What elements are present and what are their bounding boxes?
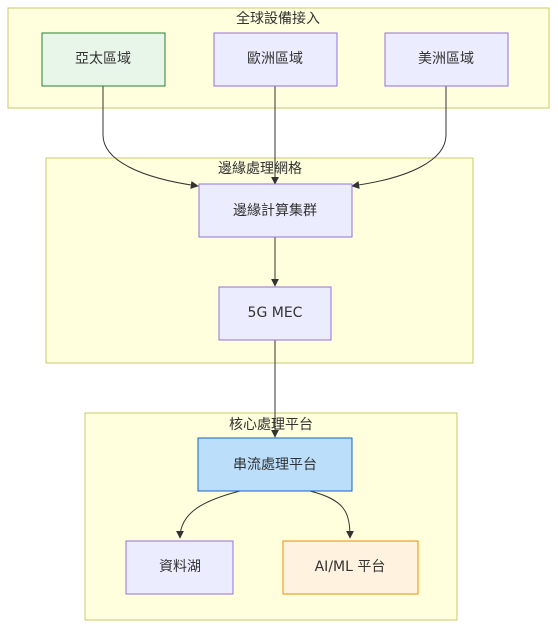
node-mec-label: 5G MEC <box>248 305 303 321</box>
node-aiml-label: AI/ML 平台 <box>315 559 386 575</box>
node-edge-cluster-box[interactable] <box>198 183 353 238</box>
node-europe-label: 歐洲區域 <box>247 51 303 67</box>
node-mec[interactable]: 5G MEC <box>218 286 332 341</box>
node-stream[interactable]: 串流處理平台 <box>197 437 353 492</box>
node-stream-label: 串流處理平台 <box>233 457 317 473</box>
edges <box>102 86 447 539</box>
node-mec-box[interactable] <box>218 286 332 341</box>
node-datalake-box[interactable] <box>125 540 234 595</box>
edge-americas-to-edge-cluster <box>351 86 447 189</box>
edge-stream-to-aiml <box>309 490 354 539</box>
node-stream-box[interactable] <box>197 437 353 492</box>
node-asia-box[interactable] <box>41 32 166 87</box>
node-datalake[interactable]: 資料湖 <box>125 540 234 595</box>
node-asia[interactable]: 亞太區域 <box>41 32 166 87</box>
edge-stream-to-datalake <box>176 490 241 539</box>
node-europe-box[interactable] <box>213 32 338 87</box>
node-edge-cluster[interactable]: 邊緣計算集群 <box>198 183 353 238</box>
node-aiml-box[interactable] <box>282 540 419 595</box>
node-datalake-label: 資料湖 <box>159 559 201 575</box>
node-americas-box[interactable] <box>384 32 509 87</box>
node-americas[interactable]: 美洲區域 <box>384 32 509 87</box>
cluster-core-label: 核心處理平台 <box>229 417 313 433</box>
node-asia-label: 亞太區域 <box>75 51 131 67</box>
edge-asia-to-edge-cluster <box>102 86 199 189</box>
node-europe[interactable]: 歐洲區域 <box>213 32 338 87</box>
cluster-global-access-label: 全球設備接入 <box>236 10 320 27</box>
node-americas-label: 美洲區域 <box>418 51 474 67</box>
cluster-edge-grid-label: 邊緣處理網格 <box>218 161 302 177</box>
node-edge-cluster-label: 邊緣計算集群 <box>233 202 317 219</box>
node-aiml[interactable]: AI/ML 平台 <box>282 540 419 595</box>
